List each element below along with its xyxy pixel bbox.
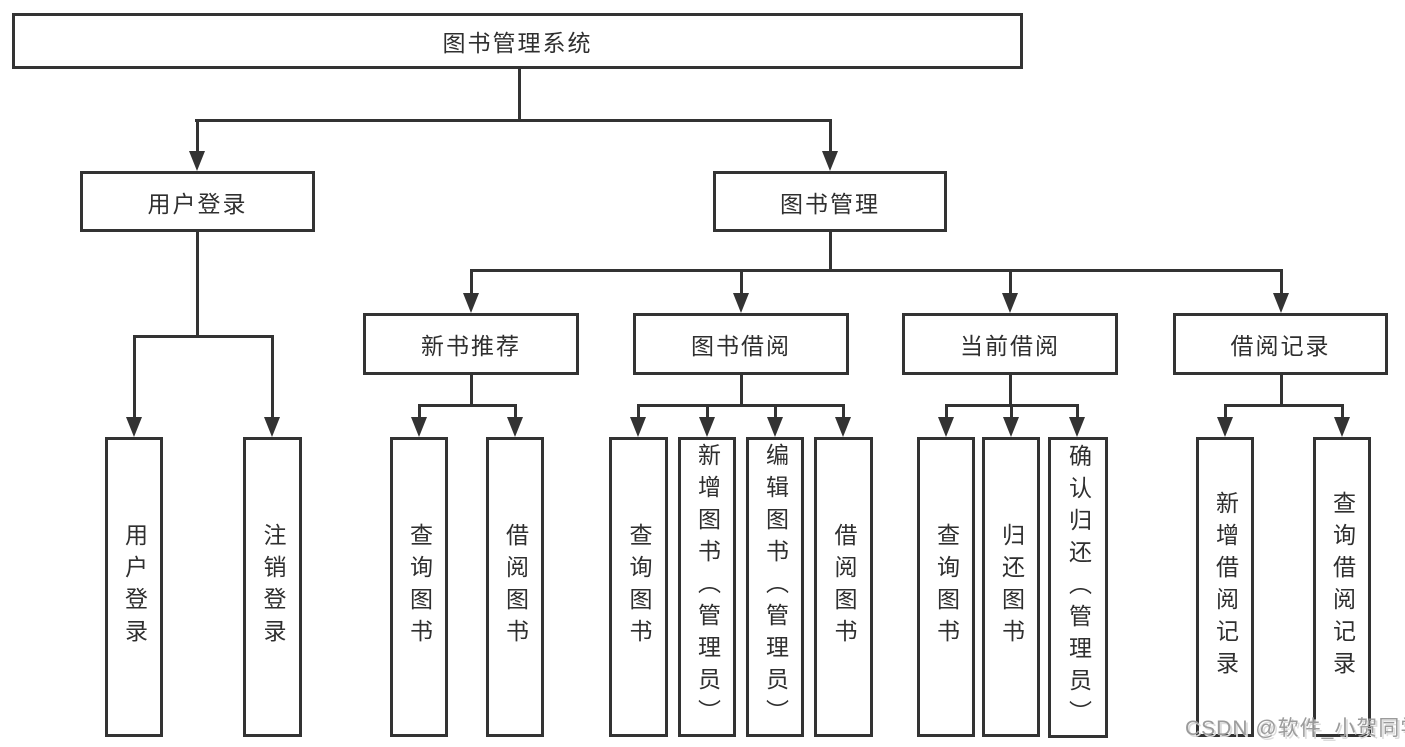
connector-hline: [133, 335, 274, 338]
leaf-bb-edit-books-admin: 编辑图书（管理员）: [746, 437, 804, 737]
connector-vline: [829, 119, 832, 153]
leaf-label: 借阅图书: [831, 523, 857, 651]
arrow-down-icon: [1003, 417, 1019, 437]
arrow-down-icon: [822, 151, 838, 171]
node-label: 借阅记录: [1230, 333, 1331, 359]
leaf-user-login: 用户登录: [105, 437, 163, 737]
arrow-down-icon: [699, 417, 715, 437]
leaf-cb-confirm-return-admin: 确认归还（管理员）: [1048, 437, 1108, 738]
leaf-bb-add-books-admin: 新增图书（管理员）: [678, 437, 736, 737]
leaf-br-add-record: 新增借阅记录: [1196, 437, 1254, 737]
leaf-label: 查询图书: [406, 523, 433, 651]
connector-vline: [740, 373, 743, 407]
leaf-nb-query-books: 查询图书: [390, 437, 448, 737]
arrow-down-icon: [938, 417, 954, 437]
leaf-label: 新增借阅记录: [1212, 491, 1239, 683]
leaf-label: 编辑图书（管理员）: [762, 443, 789, 731]
arrow-down-icon: [507, 417, 523, 437]
arrow-down-icon: [767, 417, 783, 437]
leaf-label: 借阅图书: [502, 523, 529, 651]
node-new-book-recommend: 新书推荐: [363, 313, 579, 375]
node-library-system: 图书管理系统: [12, 13, 1023, 69]
connector-vline: [842, 404, 845, 420]
leaf-bb-borrow-books: 借阅图书: [814, 437, 873, 737]
connector-vline: [1009, 269, 1012, 296]
connector-hline: [470, 269, 1282, 272]
leaf-label: 查询图书: [933, 523, 960, 651]
watermark: CSDN @软件_小贺同学: [1185, 717, 1405, 740]
node-label: 用户登录: [147, 190, 248, 217]
leaf-label: 注销登录: [260, 523, 286, 651]
node-borrowing-records: 借阅记录: [1173, 313, 1388, 375]
connector-vline: [514, 404, 517, 420]
connector-vline: [196, 119, 199, 153]
connector-vline: [1010, 404, 1013, 420]
arrow-down-icon: [1069, 417, 1085, 437]
arrow-down-icon: [1002, 293, 1018, 313]
connector-vline: [774, 404, 777, 420]
connector-vline: [829, 230, 832, 272]
connector-vline: [518, 68, 521, 121]
leaf-label: 用户登录: [121, 523, 148, 651]
connector-vline: [271, 335, 274, 419]
arrow-down-icon: [126, 417, 142, 437]
connector-vline: [1076, 404, 1079, 420]
node-label: 新书推荐: [421, 333, 521, 359]
arrow-down-icon: [264, 417, 280, 437]
connector-vline: [740, 269, 743, 296]
connector-vline: [1280, 373, 1283, 407]
leaf-nb-borrow-books: 借阅图书: [486, 437, 544, 737]
connector-vline: [706, 404, 709, 420]
node-current-borrowing: 当前借阅: [902, 313, 1118, 375]
arrow-down-icon: [1334, 417, 1350, 437]
leaf-label: 查询借阅记录: [1329, 491, 1356, 683]
leaf-label: 新增图书（管理员）: [694, 443, 721, 731]
connector-vline: [1009, 373, 1012, 407]
arrow-down-icon: [1273, 293, 1289, 313]
node-user-login: 用户登录: [80, 171, 315, 232]
connector-hline: [1224, 404, 1344, 407]
connector-vline: [470, 373, 473, 407]
leaf-label: 查询图书: [626, 523, 652, 651]
arrow-down-icon: [1217, 417, 1233, 437]
arrow-down-icon: [733, 293, 749, 313]
connector-vline: [1224, 404, 1227, 420]
connector-vline: [1280, 269, 1283, 296]
connector-vline: [418, 404, 421, 420]
arrow-down-icon: [411, 417, 427, 437]
connector-vline: [945, 404, 948, 420]
leaf-label: 归还图书: [998, 523, 1025, 651]
leaf-label: 确认归还（管理员）: [1065, 443, 1092, 732]
connector-vline: [1341, 404, 1344, 420]
arrow-down-icon: [835, 417, 851, 437]
connector-vline: [637, 404, 640, 420]
node-label: 当前借阅: [960, 333, 1060, 359]
node-label: 图书管理: [780, 190, 880, 217]
arrow-down-icon: [463, 293, 479, 313]
leaf-logout: 注销登录: [243, 437, 302, 737]
leaf-br-query-record: 查询借阅记录: [1313, 437, 1371, 737]
connector-vline: [196, 230, 199, 337]
connector-hline: [637, 404, 844, 407]
node-book-management: 图书管理: [713, 171, 947, 232]
leaf-cb-query-books: 查询图书: [917, 437, 975, 737]
leaf-bb-query-books: 查询图书: [609, 437, 668, 737]
connector-vline: [133, 335, 136, 419]
node-label: 图书管理系统: [442, 30, 593, 56]
connector-hline: [418, 404, 517, 407]
node-book-borrowing: 图书借阅: [633, 313, 849, 375]
arrow-down-icon: [630, 417, 646, 437]
node-label: 图书借阅: [691, 333, 791, 359]
connector-hline: [195, 119, 832, 122]
arrow-down-icon: [189, 151, 205, 171]
leaf-cb-return-books: 归还图书: [982, 437, 1040, 737]
connector-vline: [470, 269, 473, 296]
